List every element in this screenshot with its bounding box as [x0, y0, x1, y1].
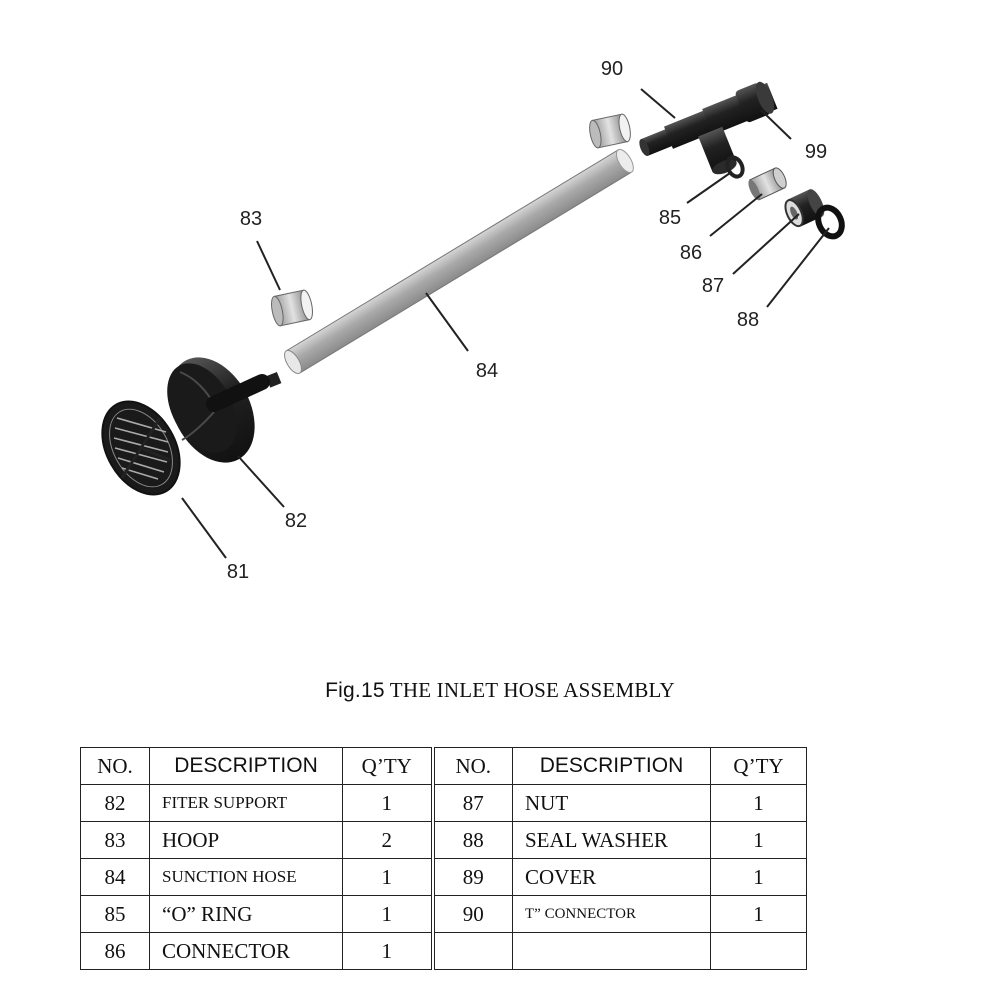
exploded-assembly-diagram: 90 99 85 86 87 88 83 84 82 81: [101, 58, 845, 583]
nut: [784, 189, 825, 228]
cell-qty: 1: [710, 821, 807, 859]
cell-no: 85: [80, 895, 150, 933]
cell-description: COVER: [512, 858, 711, 896]
figure-caption: Fig.15 THE INLET HOSE ASSEMBLY: [0, 678, 1000, 703]
callout-85: 85: [659, 207, 681, 229]
parts-table: NO. DESCRIPTION Q’TY NO. DESCRIPTION Q’T…: [80, 747, 807, 970]
cell-qty: 1: [710, 895, 807, 933]
filter-cover: [101, 400, 181, 496]
header-qty-left: Q’TY: [342, 747, 433, 785]
filter-support: [167, 357, 282, 463]
cell-no: 89: [430, 858, 513, 896]
callout-99: 99: [805, 141, 827, 163]
callout-88: 88: [737, 309, 759, 331]
header-description-right: DESCRIPTION: [512, 747, 711, 785]
hoop-left: [271, 289, 313, 327]
callout-87: 87: [702, 275, 724, 297]
o-ring: [725, 155, 745, 179]
cell-description: “O” RING: [149, 895, 343, 933]
cell-no: 86: [80, 932, 150, 970]
cell-no: 90: [430, 895, 513, 933]
cell-qty: 1: [342, 858, 433, 896]
cell-description: NUT: [512, 784, 711, 822]
table-row: 82 FITER SUPPORT 1 87 NUT 1: [80, 784, 807, 822]
header-description-left: DESCRIPTION: [149, 747, 343, 785]
callout-82: 82: [285, 510, 307, 532]
cell-description: FITER SUPPORT: [149, 784, 343, 822]
table-row: 84 SUNCTION HOSE 1 89 COVER 1: [80, 858, 807, 896]
leader-lines: [181, 88, 830, 559]
cell-qty: 1: [710, 858, 807, 896]
hoop-right: [589, 113, 631, 149]
suction-hose: [284, 148, 634, 375]
table-row: 83 HOOP 2 88 SEAL WASHER 1: [80, 821, 807, 859]
header-qty-right: Q’TY: [710, 747, 807, 785]
callout-84: 84: [476, 360, 498, 382]
cell-qty: 1: [342, 784, 433, 822]
connector: [748, 167, 787, 201]
callouts: 90 99 85 86 87 88 83 84 82 81: [227, 58, 827, 583]
callout-86: 86: [680, 242, 702, 264]
cell-description: [512, 932, 711, 970]
end-cap: [735, 81, 775, 123]
cell-qty: 2: [342, 821, 433, 859]
table-row: 86 CONNECTOR 1: [80, 932, 807, 970]
cell-no: 88: [430, 821, 513, 859]
figure-number: Fig.15: [325, 679, 385, 702]
callout-81: 81: [227, 561, 249, 583]
cell-qty: 1: [342, 932, 433, 970]
cell-no: [430, 932, 513, 970]
cell-description: HOOP: [149, 821, 343, 859]
cell-qty: 1: [342, 895, 433, 933]
cell-no: 84: [80, 858, 150, 896]
cell-qty: 1: [710, 784, 807, 822]
table-header-row: NO. DESCRIPTION Q’TY NO. DESCRIPTION Q’T…: [80, 747, 807, 785]
callout-90: 90: [601, 58, 623, 80]
cell-description: CONNECTOR: [149, 932, 343, 970]
cell-no: 82: [80, 784, 150, 822]
cell-description: T” CONNECTOR: [512, 895, 711, 933]
figure-title: THE INLET HOSE ASSEMBLY: [389, 678, 675, 702]
cell-qty: [710, 932, 807, 970]
header-no-left: NO.: [80, 747, 150, 785]
cell-description: SUNCTION HOSE: [149, 858, 343, 896]
header-no-right: NO.: [430, 747, 513, 785]
table-row: 85 “O” RING 1 90 T” CONNECTOR 1: [80, 895, 807, 933]
callout-83: 83: [240, 208, 262, 230]
cell-description: SEAL WASHER: [512, 821, 711, 859]
cell-no: 87: [430, 784, 513, 822]
cell-no: 83: [80, 821, 150, 859]
seal-washer: [815, 204, 845, 240]
